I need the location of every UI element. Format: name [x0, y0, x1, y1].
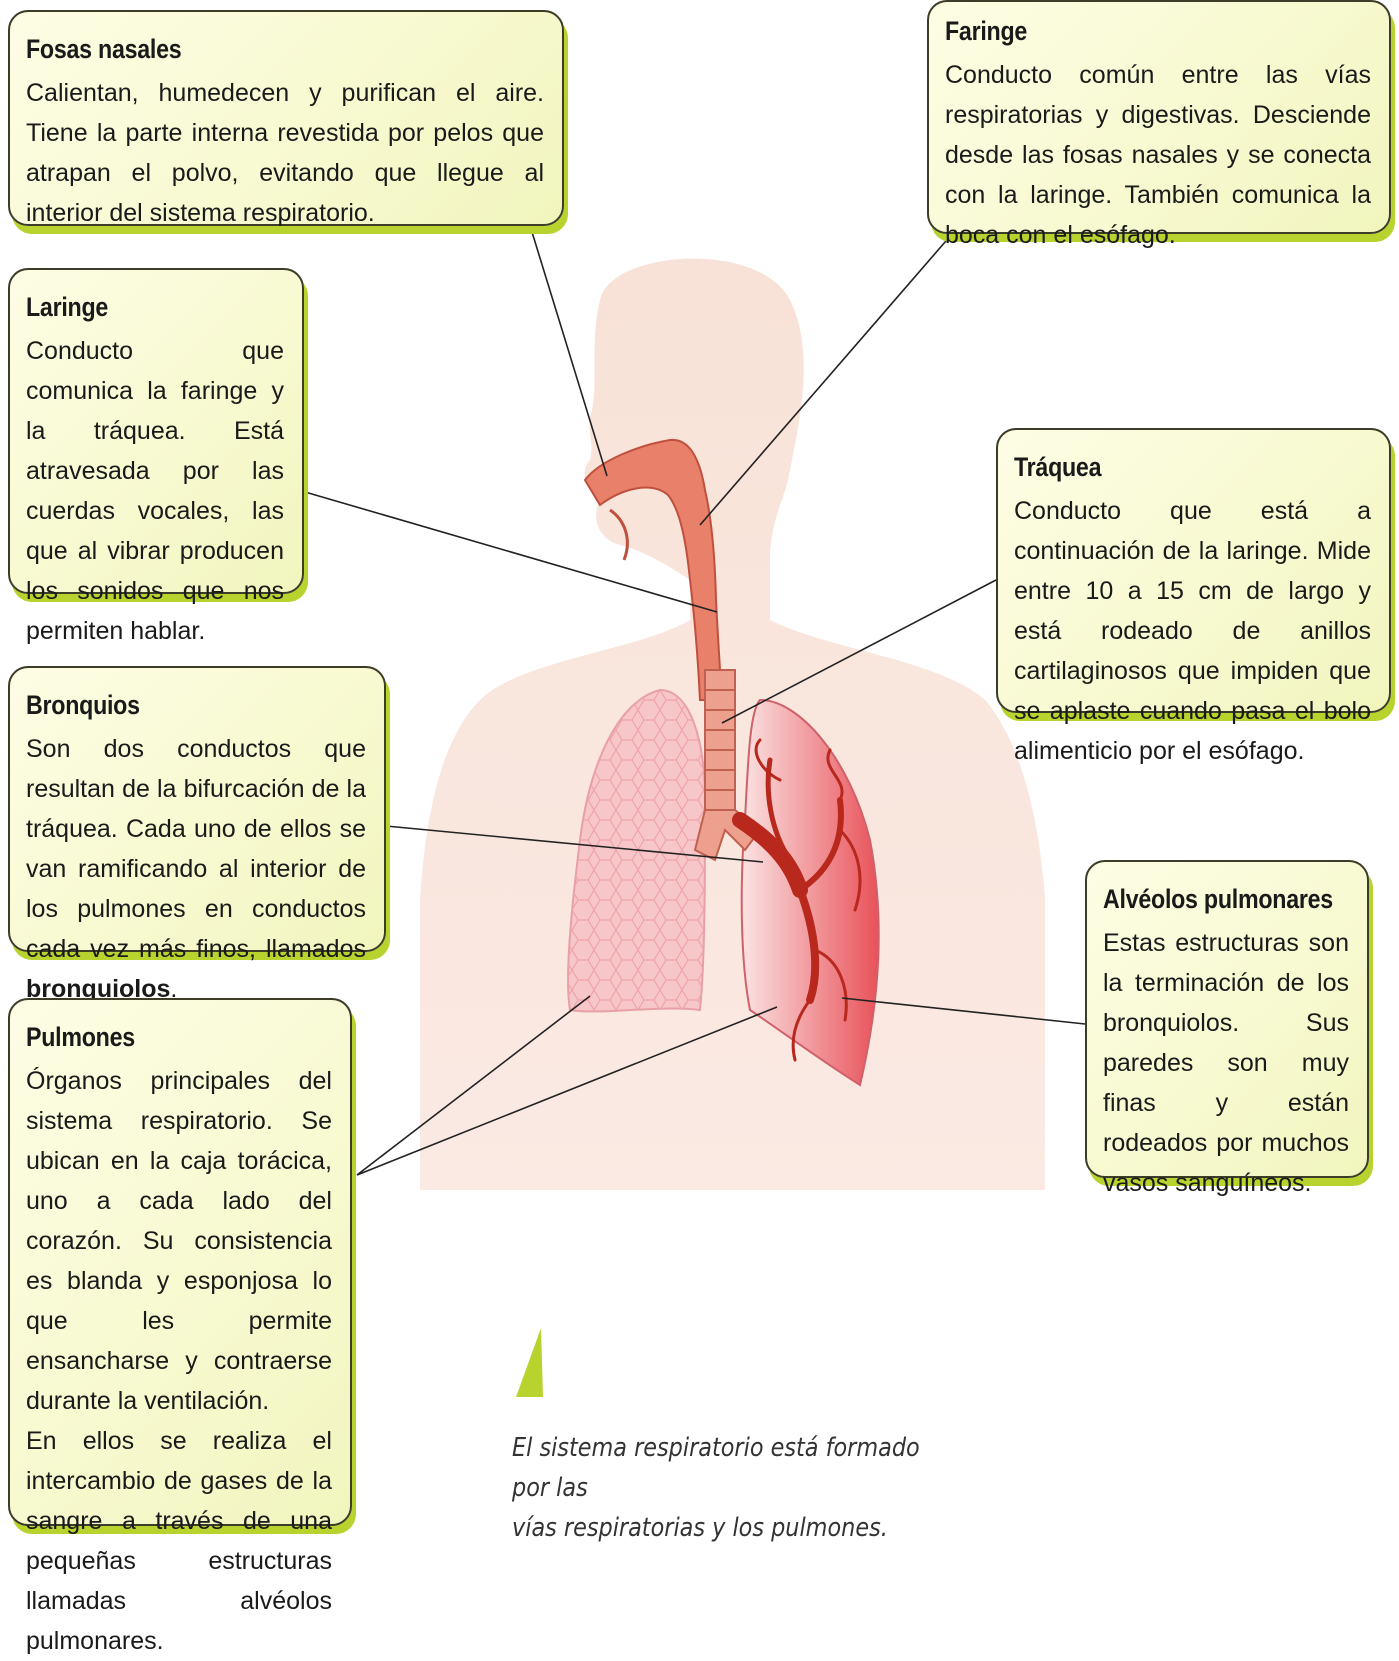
laringe-text: Conducto que comunica la faringe y la tr… [26, 331, 284, 651]
caption-line-1: El sistema respiratorio está formado por… [512, 1428, 959, 1508]
pulmones-text-1: Órganos principales del sistema respirat… [26, 1061, 332, 1421]
bronquios-title: Bronquios [26, 690, 318, 721]
bronquios-text-before: Son dos conductos que resultan de la bif… [26, 735, 366, 963]
caption-line-2: vías respiratorias y los pulmones. [512, 1508, 959, 1548]
caption-marker [516, 1328, 543, 1397]
figure-caption: El sistema respiratorio está formado por… [512, 1428, 959, 1548]
alveolos-title: Alvéolos pulmonares [1103, 884, 1315, 915]
box-bronquios: Bronquios Son dos conductos que resultan… [8, 666, 386, 952]
box-fosas-nasales: Fosas nasales Calientan, humedecen y pur… [8, 10, 564, 226]
box-laringe: Laringe Conducto que comunica la faringe… [8, 268, 304, 594]
alveolos-text: Estas estructuras son la terminación de … [1103, 923, 1349, 1203]
traquea-text: Conducto que está a continuación de la l… [1014, 491, 1371, 771]
pulmones-text-2: En ellos se realiza el intercambio de ga… [26, 1421, 332, 1661]
faringe-title: Faringe [945, 16, 1311, 47]
box-pulmones: Pulmones Órganos principales del sistema… [8, 998, 352, 1526]
pulmones-title: Pulmones [26, 1022, 289, 1053]
bronquios-text: Son dos conductos que resultan de la bif… [26, 729, 366, 1009]
fosas-nasales-title: Fosas nasales [26, 34, 471, 65]
box-alveolos-pulmonares: Alvéolos pulmonares Estas estructuras so… [1085, 860, 1369, 1178]
box-faringe: Faringe Conducto común entre las vías re… [927, 0, 1391, 234]
fosas-nasales-text: Calientan, humedecen y purifican el aire… [26, 73, 544, 233]
laringe-title: Laringe [26, 292, 248, 323]
traquea-title: Tráquea [1014, 452, 1321, 483]
faringe-text: Conducto común entre las vías respirator… [945, 55, 1371, 255]
box-traquea: Tráquea Conducto que está a continuación… [996, 428, 1391, 713]
